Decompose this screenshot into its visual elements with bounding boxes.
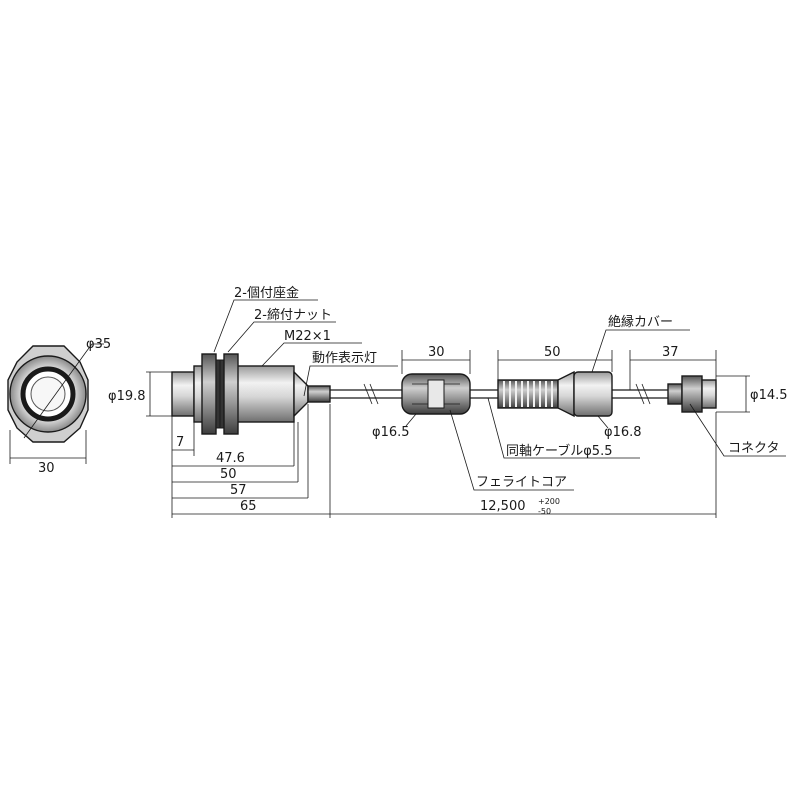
dim-core-length: 30 <box>428 345 445 360</box>
cover-taper <box>557 370 575 418</box>
dim-12500-tol-minus: -50 <box>538 507 551 516</box>
label-ferrite-core: フェライトコア <box>476 475 567 490</box>
ferrite-core <box>401 373 471 415</box>
dim-12500: 12,500 <box>480 499 526 514</box>
label-mounting-bracket: 2-個付座金 <box>234 285 299 301</box>
label-insulation-cover: 絶縁カバー <box>608 314 673 330</box>
cover-body <box>573 371 613 417</box>
cable-break-mark <box>363 383 373 405</box>
label-connector: コネクタ <box>728 441 779 456</box>
front-view: φ35 30 <box>7 337 111 476</box>
face-diameter-leader <box>23 351 87 439</box>
indicator-lens <box>307 385 331 403</box>
cable <box>330 383 668 405</box>
face-width-label: 30 <box>38 461 55 476</box>
dim-50: 50 <box>220 467 237 482</box>
bracket-front <box>215 359 221 429</box>
dim-65: 65 <box>240 499 257 514</box>
clamp-nut-front <box>201 353 217 435</box>
body-diameter-label: φ19.8 <box>108 389 146 404</box>
dim-cover-diameter: φ16.8 <box>604 425 642 440</box>
dim-57: 57 <box>230 483 247 498</box>
label-operation-indicator: 動作表示灯 <box>312 351 377 366</box>
bnc-connector <box>667 375 717 413</box>
dim-47-6: 47.6 <box>216 451 245 466</box>
label-clamp-nut: 2-締付ナット <box>254 307 332 323</box>
connector-sleeve <box>667 383 683 405</box>
face-diameter-label: φ35 <box>86 337 111 352</box>
dim-connector-length: 37 <box>662 345 679 360</box>
dim-connector-diameter: φ14.5 <box>750 388 788 403</box>
callouts: 2-個付座金 2-締付ナット M22×1 動作表示灯 絶縁カバー 同軸ケーブルφ… <box>213 285 786 491</box>
sensor-nose <box>171 371 195 417</box>
clamp-nut-rear <box>223 353 239 435</box>
cable-boot <box>293 370 309 418</box>
dim-cover-length: 50 <box>544 345 561 360</box>
dim-12500-tol-plus: +200 <box>538 497 560 506</box>
dim-core-diameter: φ16.5 <box>372 425 410 440</box>
connector-bayonet <box>701 379 717 409</box>
dim-7: 7 <box>176 435 184 450</box>
sensing-face <box>30 376 66 412</box>
label-thread: M22×1 <box>284 329 331 344</box>
label-coax-cable: 同軸ケーブルφ5.5 <box>506 443 612 459</box>
sensor-body <box>171 353 331 435</box>
dimensions: φ19.8 7 47.6 50 57 65 12,500 +200 -50 30 <box>108 345 788 518</box>
insulation-cover <box>497 370 613 418</box>
